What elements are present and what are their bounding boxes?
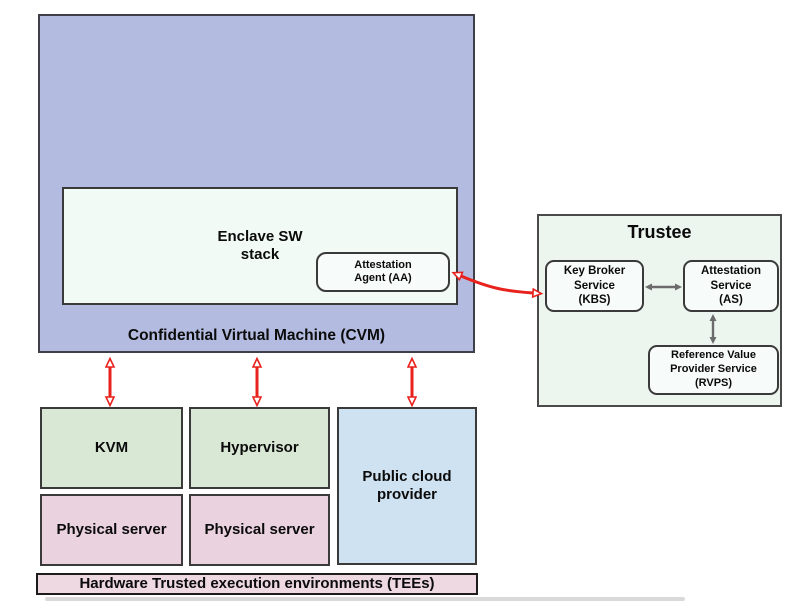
physical-server-2-box: Physical server: [189, 494, 330, 566]
bottom-window-edge: [45, 597, 685, 601]
key-broker-service-label: Key Broker Service (KBS): [563, 265, 626, 307]
public-cloud-provider-box: Public cloud provider: [337, 407, 477, 565]
attestation-service-box: Attestation Service (AS): [683, 260, 779, 312]
rvps-box: Reference Value Provider Service (RVPS): [648, 345, 779, 395]
attestation-agent-label: Attestation Agent (AA): [354, 258, 412, 284]
hypervisor-label: Hypervisor: [220, 439, 299, 456]
tees-bar: Hardware Trusted execution environments …: [36, 573, 478, 595]
attestation-agent-box: Attestation Agent (AA): [316, 252, 450, 292]
enclave-sw-stack-label: Enclave SW stack: [217, 228, 303, 263]
physical-server-2-label: Physical server: [204, 521, 315, 538]
key-broker-service-box: Key Broker Service (KBS): [545, 260, 644, 312]
cvm-label: Confidential Virtual Machine (CVM): [127, 327, 386, 344]
public-cloud-provider-label: Public cloud provider: [362, 468, 452, 503]
kvm-label: KVM: [94, 439, 129, 456]
physical-server-1-label: Physical server: [56, 521, 167, 538]
trustee-title: Trustee: [627, 222, 692, 242]
rvps-label: Reference Value Provider Service (RVPS): [670, 349, 757, 389]
kvm-box: KVM: [40, 407, 183, 489]
hypervisor-box: Hypervisor: [189, 407, 330, 489]
enclave-sw-stack-box: Enclave SW stack: [62, 187, 458, 305]
physical-server-1-box: Physical server: [40, 494, 183, 566]
attestation-service-label: Attestation Service (AS): [700, 265, 762, 307]
tees-label: Hardware Trusted execution environments …: [79, 575, 435, 592]
